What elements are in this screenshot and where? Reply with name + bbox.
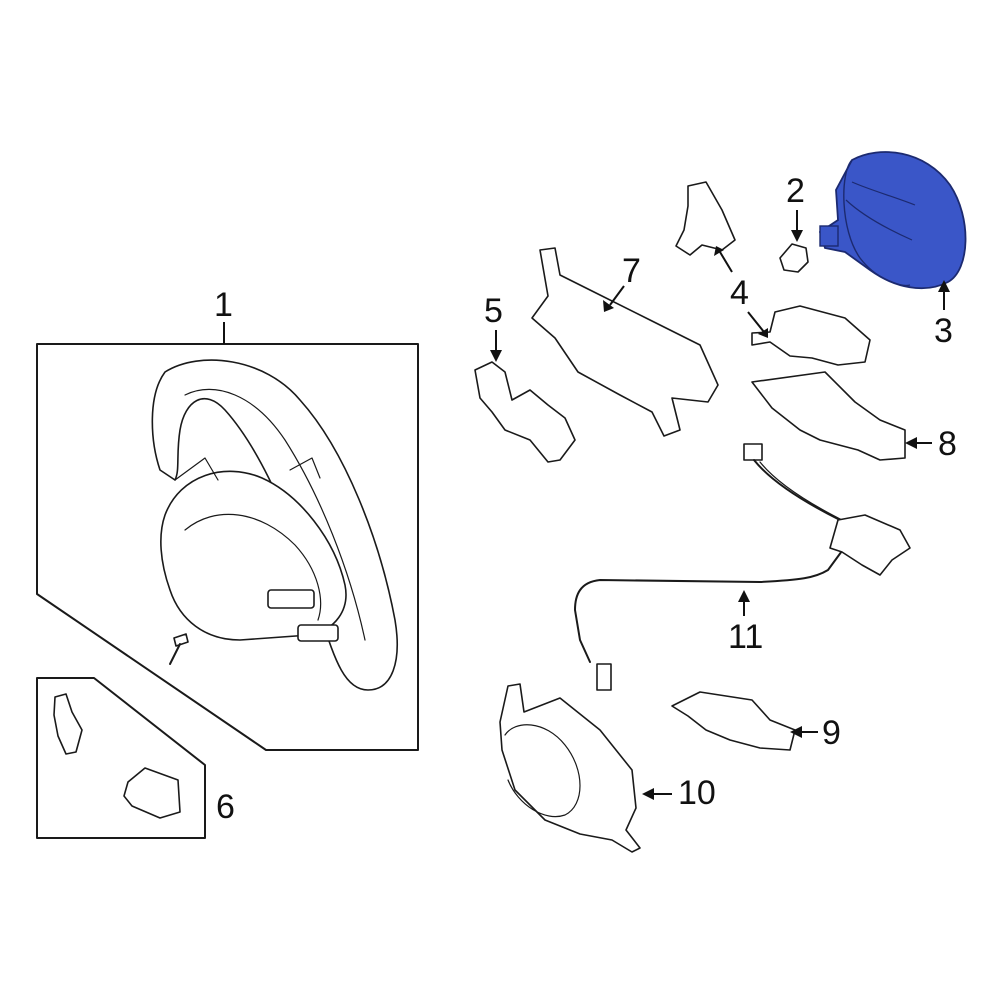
callout-1: 1 — [214, 286, 233, 324]
harness-wire — [574, 459, 851, 663]
part-5-shape — [474, 361, 576, 463]
part-9-cover[interactable]: 9 — [671, 691, 841, 752]
part-10-shape — [499, 683, 641, 853]
harness-connector-bottom — [596, 663, 612, 691]
callout-4: 4 — [730, 274, 749, 312]
part-5-bracket[interactable]: 5 — [474, 292, 576, 463]
callout-11: 11 — [728, 618, 763, 656]
part-7-cover[interactable]: 7 — [531, 247, 719, 437]
part-1-frame — [36, 343, 419, 751]
part-6-switch-group[interactable]: 6 — [36, 677, 235, 839]
part-4-upper-switch — [675, 181, 736, 256]
callout-2: 2 — [786, 172, 805, 210]
harness-bracket — [829, 514, 911, 576]
part-3-face — [843, 159, 911, 287]
part-6-frame — [36, 677, 206, 839]
harness-wire-inner — [759, 461, 847, 523]
hub-detail — [184, 513, 322, 621]
callout-9: 9 — [822, 714, 841, 752]
callout-8: 8 — [938, 425, 957, 463]
part-3-airbag-highlighted[interactable]: 3 — [818, 151, 967, 350]
part-2-bolt[interactable]: 2 — [779, 172, 809, 273]
part-10-ring — [504, 724, 581, 818]
part-4-switches[interactable]: 4 — [675, 181, 871, 366]
part-3-detail — [845, 181, 916, 241]
steering-wheel-inner — [184, 388, 366, 641]
part-3-connector — [819, 225, 839, 247]
spoke-left — [174, 457, 219, 481]
part-4-lower-switch — [751, 305, 871, 366]
part-9-shape — [671, 691, 796, 751]
part-11-harness[interactable]: 11 — [574, 443, 911, 691]
callout-7: 7 — [622, 252, 641, 290]
callout-5: 5 — [484, 292, 503, 330]
part-3-body — [818, 151, 967, 290]
harness-connector-top — [743, 443, 763, 461]
switch-part-b — [123, 767, 181, 819]
callout-3: 3 — [934, 312, 953, 350]
spoke-right — [289, 457, 321, 479]
part-8-trim[interactable]: 8 — [751, 371, 957, 463]
part-1-steering-wheel-group[interactable]: 1 — [36, 286, 419, 751]
switch-part-a — [53, 693, 83, 755]
wheel-switch-lower — [297, 624, 339, 642]
part-2-shape — [779, 243, 809, 273]
callout-10: 10 — [678, 774, 716, 812]
wheel-switch — [267, 589, 315, 609]
part-7-shape — [531, 247, 719, 437]
part-8-shape — [751, 371, 906, 461]
callout-6: 6 — [216, 788, 235, 826]
part-10-column-cover[interactable]: 10 — [499, 683, 716, 853]
bolt — [169, 633, 189, 665]
